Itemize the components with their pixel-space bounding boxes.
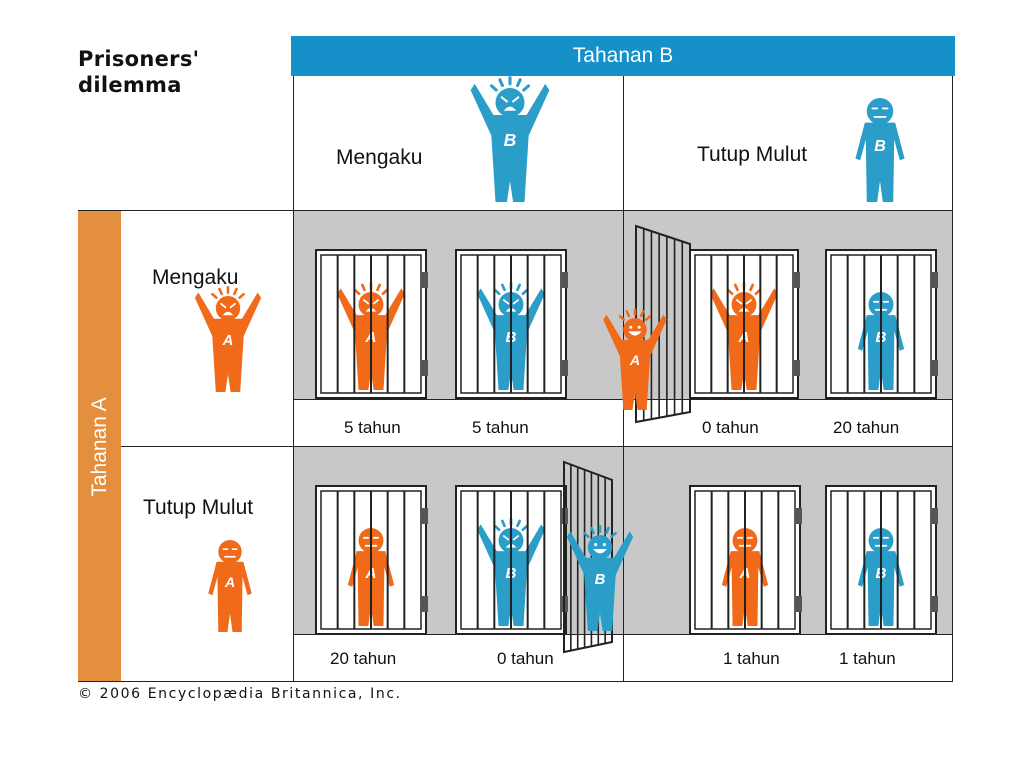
outcome-4-b: 1 tahun	[839, 649, 896, 668]
figure-letter: A	[224, 575, 235, 591]
prisoner-b-header: Tahanan B	[291, 36, 955, 76]
grid-line	[293, 634, 953, 635]
outcome-1-a: 5 tahun	[344, 418, 401, 437]
prisoner-b-confess-figure: B	[470, 76, 550, 202]
choice-b-confess: Mengaku	[336, 146, 423, 169]
prisoner-a-confess-figure: A	[194, 285, 262, 392]
cell-1-prisoner-b-bars	[476, 255, 568, 393]
outcome-3-b: 0 tahun	[497, 649, 554, 668]
cell-3-escaping-b: B	[566, 524, 634, 631]
diagram-title: Prisoners' dilemma	[78, 47, 200, 97]
cell-2-prisoner-a-bars	[710, 255, 800, 393]
figure-letter: A	[629, 353, 640, 369]
cell-4-prisoner-a-bars	[710, 491, 802, 629]
cell-2-escaping-a: A	[603, 308, 667, 410]
cell-2-prisoner-b-bars	[846, 255, 938, 393]
prisoner-a-header: Tahanan A	[78, 211, 121, 682]
outcome-1-b: 5 tahun	[472, 418, 529, 437]
choice-a-silent: Tutup Mulut	[143, 496, 254, 519]
outcome-3-a: 20 tahun	[330, 649, 397, 668]
outcome-2-a: 0 tahun	[702, 418, 759, 437]
outcome-2-b: 20 tahun	[833, 418, 900, 437]
figure-letter: B	[504, 130, 517, 150]
figure-letter: B	[595, 572, 606, 588]
grid-line	[78, 210, 953, 211]
choice-a-confess: Mengaku	[152, 266, 239, 289]
grid-line	[121, 446, 953, 447]
copyright-notice: © 2006 Encyclopædia Britannica, Inc.	[78, 686, 402, 702]
outcome-4-a: 1 tahun	[723, 649, 780, 668]
prisoner-b-silent-figure: B	[855, 98, 905, 202]
cell-3-prisoner-a-bars	[336, 491, 428, 629]
choice-b-silent: Tutup Mulut	[697, 143, 808, 166]
prisoner-a-silent-figure: A	[208, 540, 252, 632]
grid-line	[293, 76, 294, 682]
cell-1-prisoner-a-bars	[336, 255, 428, 393]
grid-line	[78, 681, 953, 682]
figure-letter: A	[222, 333, 234, 349]
grid-line	[952, 76, 953, 682]
figure-letter: B	[874, 137, 886, 155]
cell-4-prisoner-b-bars	[846, 491, 938, 629]
